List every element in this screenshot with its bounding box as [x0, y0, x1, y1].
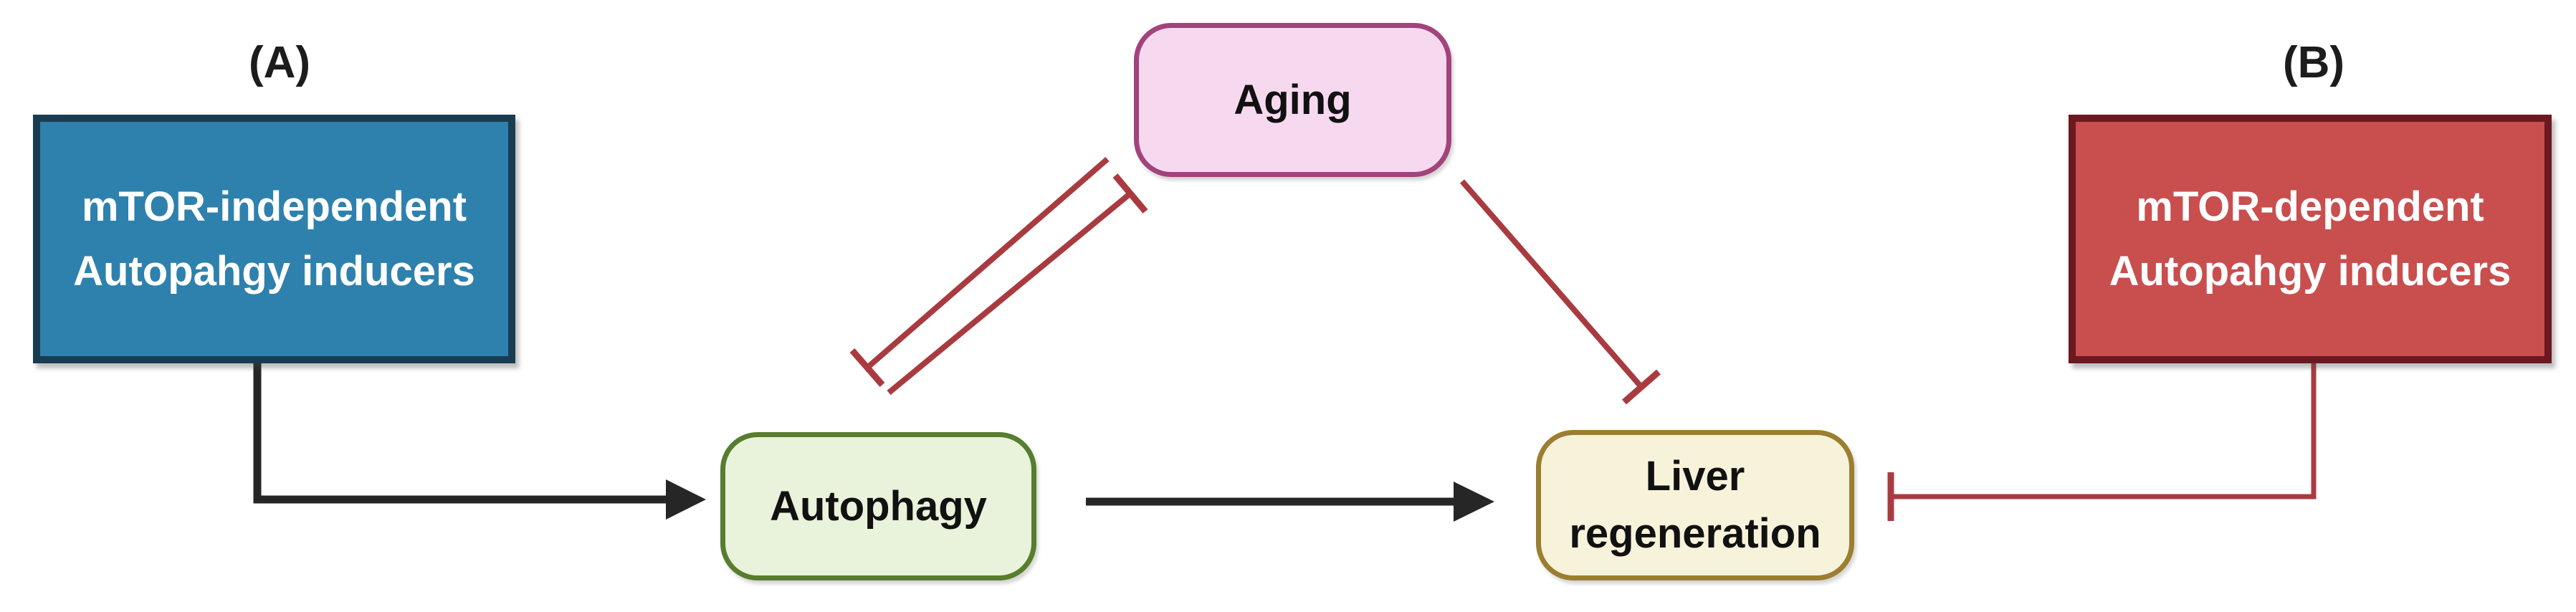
inhibition-line: [865, 156, 1110, 370]
edge-aging-inhibits-liver-regeneration: [1459, 179, 1661, 405]
edge-dependent-inducers-inhibits-liver-regeneration: [1887, 362, 2317, 521]
edge-independent-inducers-activates-autophagy: [253, 362, 706, 520]
inhibition-line: [887, 191, 1132, 396]
node-mtor-independent-autophagy-inducers: mTOR-independent Autopahgy inducers: [33, 115, 515, 363]
inhibition-tbar-icon: [1622, 369, 1661, 405]
node-aging: Aging: [1134, 23, 1451, 177]
edge-autophagy-activates-liver-regeneration: [1086, 482, 1494, 522]
panel-label-b: (B): [2282, 38, 2345, 87]
arrowhead-icon: [666, 479, 706, 520]
activation-arrow-line: [253, 362, 668, 504]
arrowhead-icon: [1454, 482, 1494, 522]
edge-autophagy-inhibits-aging: [887, 173, 1148, 396]
node-mtor-dependent-autophagy-inducers: mTOR-dependent Autopahgy inducers: [2069, 115, 2552, 363]
node-liver-regeneration: Liver regeneration: [1536, 430, 1854, 580]
edge-aging-inhibits-autophagy: [849, 156, 1110, 387]
inhibition-line: [1459, 179, 1644, 389]
inhibition-tbar-icon: [1112, 173, 1148, 214]
inhibition-tbar-icon: [849, 348, 885, 387]
inhibition-line: [1894, 362, 2317, 499]
panel-label-a: (A): [248, 38, 311, 87]
node-autophagy: Autophagy: [720, 432, 1036, 580]
